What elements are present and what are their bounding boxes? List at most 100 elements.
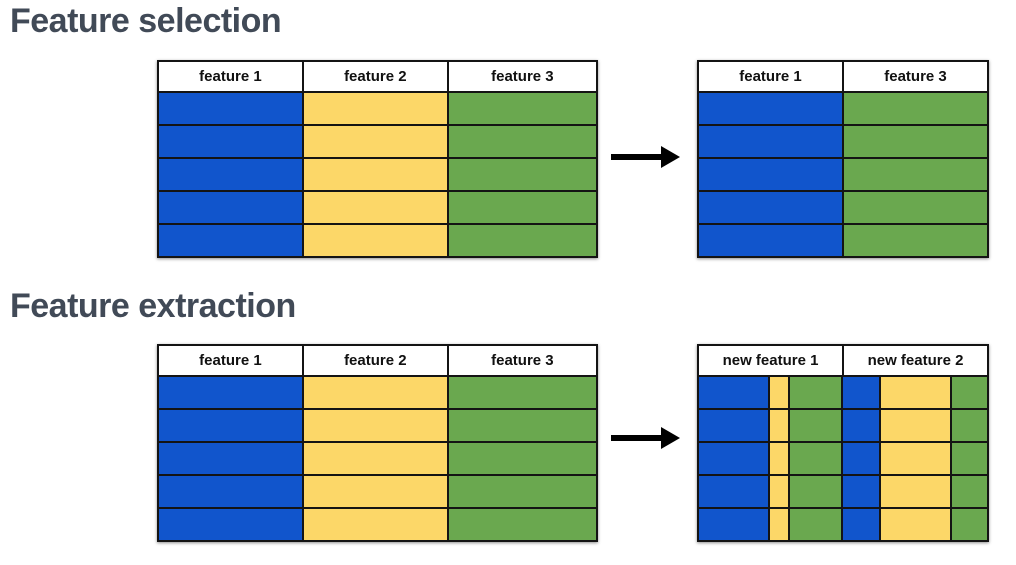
table-row [699,509,987,540]
green-data-cell [951,410,987,441]
yellow-data-cell [303,509,447,540]
yellow-data-cell [303,159,447,190]
yellow-data-cell [880,443,950,474]
blue-data-cell [159,377,302,408]
column-header: new feature 1 [699,346,842,375]
column-header: feature 1 [699,62,842,91]
table-row [159,509,596,540]
blue-data-cell [842,377,879,408]
column-header: feature 3 [448,62,596,91]
green-data-cell [951,443,987,474]
feature-extraction-heading: Feature extraction [10,287,296,325]
column-header: feature 3 [844,62,987,91]
blue-data-cell [699,476,768,507]
green-data-cell [951,509,987,540]
right-arrow-icon [611,154,661,160]
right-arrow-icon [611,435,661,441]
table-row [159,192,596,223]
blue-data-cell [842,410,879,441]
yellow-data-cell [303,377,447,408]
green-data-cell [448,192,596,223]
blue-data-cell [842,509,879,540]
blue-data-cell [159,126,302,157]
table-row [699,476,987,507]
yellow-data-cell [880,377,950,408]
green-data-cell [448,126,596,157]
table-row [159,443,596,474]
blue-data-cell [842,443,879,474]
yellow-data-cell [303,126,447,157]
yellow-data-cell [880,509,950,540]
table-row [159,377,596,408]
table-row [159,225,596,256]
blue-data-cell [699,93,842,124]
column-header: new feature 2 [844,346,987,375]
feature-selection-heading: Feature selection [10,2,282,40]
table-row [699,377,987,408]
table-row [699,93,987,124]
green-data-cell [789,377,841,408]
blue-data-cell [699,225,842,256]
green-data-cell [844,225,987,256]
yellow-data-cell [769,377,788,408]
selection-transform-arrow [611,146,680,168]
column-header: feature 1 [159,62,302,91]
table-row [699,126,987,157]
table-row [159,93,596,124]
green-data-cell [448,476,596,507]
blue-data-cell [699,443,768,474]
green-data-cell [448,159,596,190]
yellow-data-cell [303,225,447,256]
column-header: feature 1 [159,346,302,375]
green-data-cell [448,377,596,408]
yellow-data-cell [769,476,788,507]
table-row [699,410,987,441]
table-row [159,159,596,190]
extraction-transform-arrow [611,427,680,449]
green-data-cell [844,93,987,124]
blue-data-cell [159,93,302,124]
blue-data-cell [159,476,302,507]
green-data-cell [448,443,596,474]
column-header: feature 2 [303,62,447,91]
blue-data-cell [159,443,302,474]
blue-data-cell [842,476,879,507]
green-data-cell [448,410,596,441]
right-arrow-head-icon [661,146,680,168]
column-header: feature 2 [303,346,447,375]
green-data-cell [789,509,841,540]
table-row [159,126,596,157]
table-row [699,225,987,256]
blue-data-cell [159,509,302,540]
blue-data-cell [699,192,842,223]
table-row [159,476,596,507]
yellow-data-cell [769,509,788,540]
table-row [699,192,987,223]
yellow-data-cell [303,443,447,474]
blue-data-cell [159,159,302,190]
green-data-cell [789,410,841,441]
yellow-data-cell [303,476,447,507]
blue-data-cell [699,159,842,190]
green-data-cell [951,377,987,408]
green-data-cell [448,225,596,256]
table-row [699,443,987,474]
green-data-cell [448,93,596,124]
blue-data-cell [699,126,842,157]
table-row [159,410,596,441]
green-data-cell [789,443,841,474]
green-data-cell [844,159,987,190]
blue-data-cell [159,410,302,441]
green-data-cell [448,509,596,540]
yellow-data-cell [303,93,447,124]
right-arrow-head-icon [661,427,680,449]
